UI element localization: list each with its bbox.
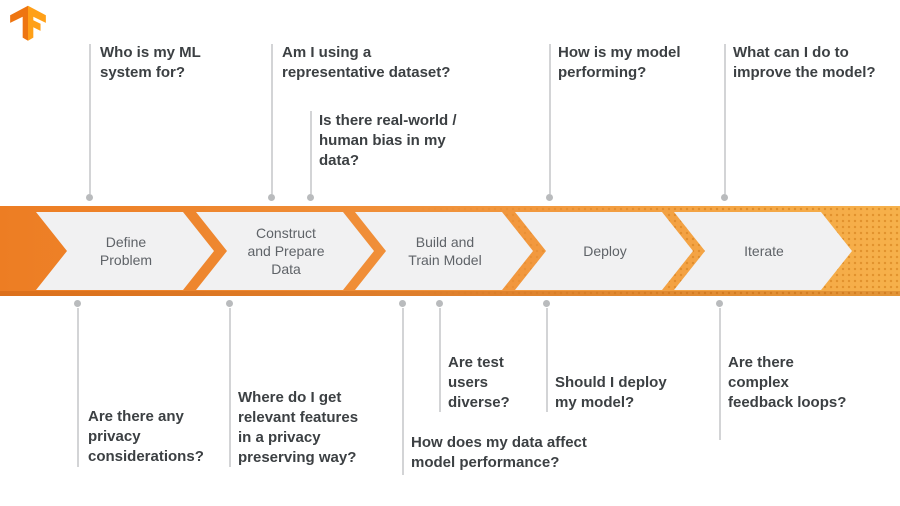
connector-dot [716,300,723,307]
question-representative-dataset: Am I using a representative dataset? [282,44,451,81]
connector-line [271,44,273,194]
connector-dot [546,194,553,201]
stage-construct-prepare-data: Construct and Prepare Data [196,212,374,290]
stage-label: Define Problem [99,234,153,268]
question-complex-feedback-loops: Are there complex feedback loops? [728,354,847,411]
question-improve-model: What can I do to improve the model? [733,44,876,81]
question-privacy-preserving-features: Where do I get relevant features in a pr… [238,389,359,466]
connector-dot [436,300,443,307]
question-model-performing: How is my model performing? [558,44,681,81]
connector-line [719,308,721,440]
stage-label: Iterate [744,243,784,259]
question-privacy-considerations: Are there any privacy considerations? [88,408,204,465]
connector-line [546,308,548,412]
question-human-bias-in-data: Is there real-world / human bias in my d… [319,112,457,169]
connector-dot [226,300,233,307]
tensorflow-logo-icon [10,5,46,41]
question-data-affect-performance: How does my data affect model performanc… [411,434,587,471]
stage-deploy: Deploy [515,212,693,290]
question-who-is-ml-system-for: Who is my ML system for? [100,44,201,81]
connector-dot [86,194,93,201]
connector-dot [74,300,81,307]
connector-dot [543,300,550,307]
connector-line [439,308,441,412]
connector-line [77,308,79,467]
connector-line [89,44,91,194]
connector-line [402,308,404,475]
connector-dot [268,194,275,201]
question-test-users-diverse: Are test users diverse? [448,354,510,411]
connector-line [229,308,231,467]
stage-label: Build and Train Model [408,234,482,268]
connector-dot [399,300,406,307]
stage-label: Construct and Prepare Data [247,225,325,277]
connector-dot [307,194,314,201]
connector-line [549,44,551,194]
connector-line [310,111,312,194]
stage-define-problem: Define Problem [36,212,214,290]
stage-label: Deploy [583,243,627,259]
question-should-i-deploy: Should I deploy my model? [555,374,667,411]
workflow-banner: Define Problem Construct and Prepare Dat… [0,206,900,296]
stage-build-train-model: Build and Train Model [355,212,533,290]
stage-iterate: Iterate [674,212,852,290]
connector-dot [721,194,728,201]
connector-line [724,44,726,194]
